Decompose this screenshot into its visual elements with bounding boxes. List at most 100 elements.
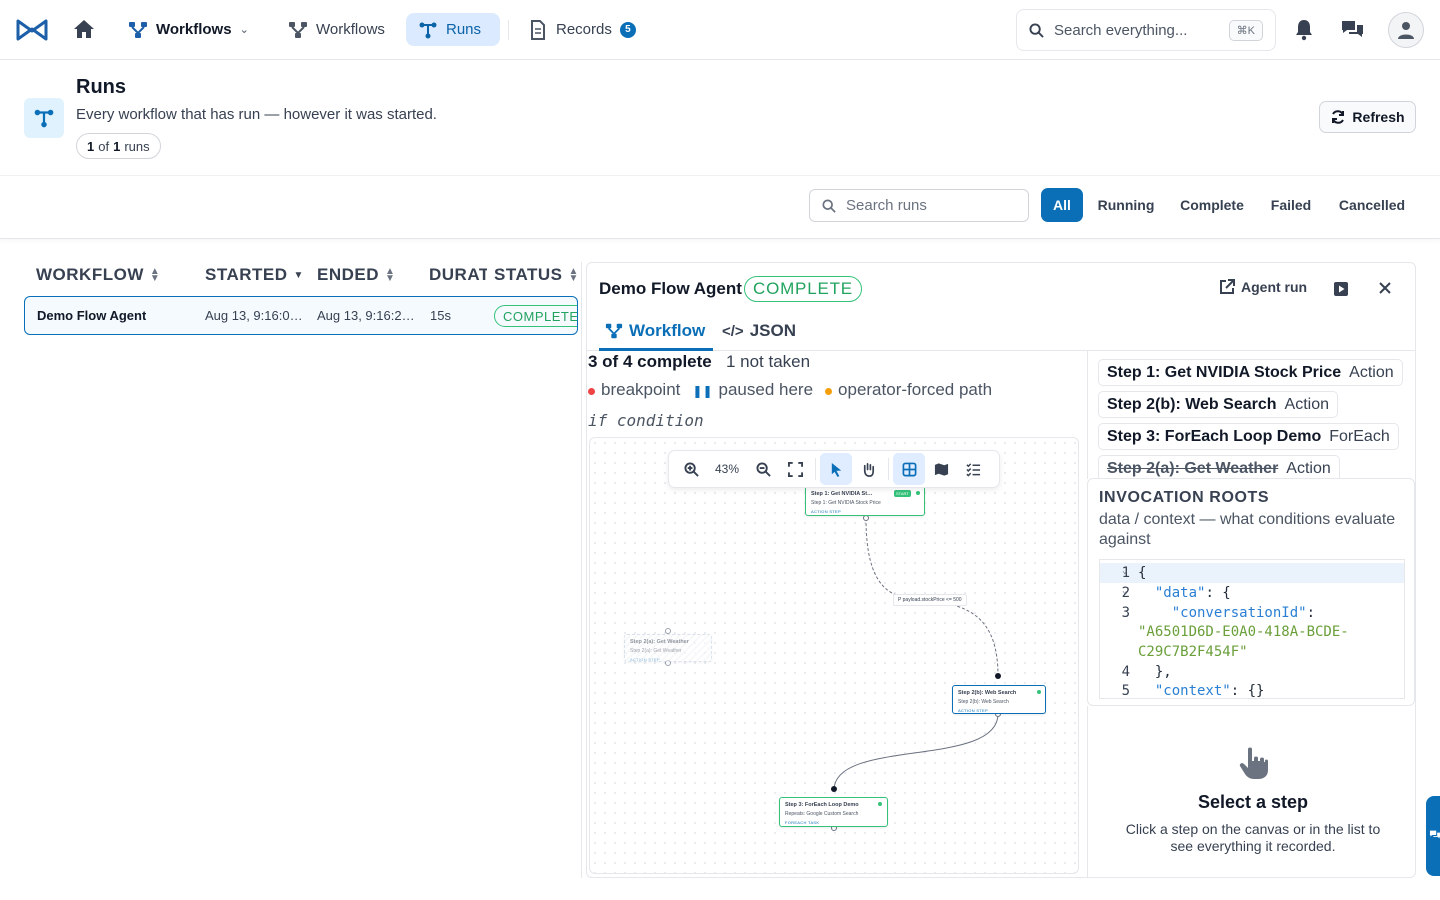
avatar[interactable] xyxy=(1388,12,1424,48)
active-tab-indicator xyxy=(599,348,713,351)
refresh-icon xyxy=(1332,110,1345,124)
page-title: Runs xyxy=(76,76,126,98)
column-header-status[interactable]: STATUS ▲▼ xyxy=(494,265,579,285)
zoom-in-icon[interactable] xyxy=(675,453,707,485)
fold-chevron-icon[interactable]: ⌄ xyxy=(1122,566,1128,576)
app-logo[interactable] xyxy=(16,18,48,47)
select-pointer-icon[interactable] xyxy=(820,453,852,485)
filter-all[interactable]: All xyxy=(1041,188,1083,222)
column-header-workflow-label: WORKFLOW xyxy=(36,265,144,284)
code-key: "conversationId" xyxy=(1171,605,1307,621)
step-chip[interactable]: Step 1: Get NVIDIA Stock Price Action xyxy=(1098,359,1403,386)
panel-splitter[interactable] xyxy=(581,262,582,878)
legend-breakpoint: breakpoint xyxy=(588,380,680,400)
nav-records-label: Records xyxy=(556,21,612,38)
node-status-dot-icon xyxy=(1037,690,1041,694)
step-chip-name: Step 2(b): Web Search xyxy=(1107,395,1277,413)
zoom-out-icon[interactable] xyxy=(747,453,779,485)
filter-running[interactable]: Running xyxy=(1097,197,1155,213)
detail-title: Demo Flow Agent xyxy=(599,279,742,298)
document-icon xyxy=(531,19,545,40)
if-condition-label: if condition xyxy=(588,411,704,430)
run-count-total: 1 xyxy=(113,138,121,154)
node-step3-title: Step 3: ForEach Loop Demo xyxy=(785,802,859,808)
code-line: }, xyxy=(1138,664,1172,680)
node-step3[interactable]: Step 3: ForEach Loop Demo Repeats: Googl… xyxy=(779,797,888,827)
sort-icon: ▲▼ xyxy=(568,266,579,284)
workflow-canvas[interactable]: P payload.stockPrice <= 500 Step 1: Get … xyxy=(589,437,1079,874)
edge-step2b-step3 xyxy=(833,713,999,791)
code-punct: : { xyxy=(1205,585,1231,601)
fold-chevron-icon[interactable]: ⌄ xyxy=(1122,586,1128,596)
step-chip[interactable]: Step 2(b): Web Search Action xyxy=(1098,391,1338,418)
page-header: Runs Every workflow that has run — howev… xyxy=(0,60,1440,176)
search-shortcut: ⌘K xyxy=(1228,19,1263,41)
step-chip-name: Step 3: ForEach Loop Demo xyxy=(1107,427,1322,445)
step-chip-type: Action xyxy=(1286,459,1331,477)
bell-icon[interactable] xyxy=(1294,19,1314,46)
edge-condition-label[interactable]: P payload.stockPrice <= 500 xyxy=(893,594,967,606)
search-runs-input[interactable]: Search runs xyxy=(809,189,1029,222)
tab-workflow-label: Workflow xyxy=(629,321,706,340)
steps-list: Step 1: Get NVIDIA Stock Price Action St… xyxy=(1087,351,1415,482)
search-runs-placeholder: Search runs xyxy=(846,197,927,214)
filter-cancelled[interactable]: Cancelled xyxy=(1338,197,1406,213)
edge-handle xyxy=(665,628,671,634)
node-step2b-title: Step 2(b): Web Search xyxy=(958,690,1017,696)
toolbar-divider xyxy=(815,458,816,480)
node-step2b-kind: ACTION STEP xyxy=(958,708,988,713)
fit-view-icon[interactable] xyxy=(779,453,811,485)
agent-run-link[interactable]: Agent run xyxy=(1219,279,1307,295)
column-header-duration[interactable]: DURAT xyxy=(429,265,487,285)
refresh-button[interactable]: Refresh xyxy=(1319,101,1416,133)
workflows-dropdown[interactable]: Workflows ⌄ xyxy=(116,13,261,46)
node-step1-kind: ACTION STEP xyxy=(811,509,841,514)
chat-widget-button[interactable] xyxy=(1426,796,1440,876)
step-chip[interactable]: Step 2(a): Get Weather Action xyxy=(1098,455,1340,482)
grid-icon[interactable] xyxy=(893,453,925,485)
node-step1[interactable]: Step 1: Get NVIDIA St… START Step 1: Get… xyxy=(805,486,925,516)
table-row[interactable]: Demo Flow Agent Aug 13, 9:16:0… Aug 13, … xyxy=(24,296,578,335)
nav-workflows[interactable]: Workflows xyxy=(276,13,397,46)
search-icon xyxy=(1029,22,1044,38)
breakpoint-dot-icon xyxy=(588,388,595,395)
column-header-started[interactable]: STARTED ▼ xyxy=(205,265,304,285)
filter-complete[interactable]: Complete xyxy=(1180,197,1244,213)
column-header-workflow[interactable]: WORKFLOW ▲▼ xyxy=(36,265,160,285)
agent-run-label: Agent run xyxy=(1241,279,1308,295)
checklist-icon[interactable] xyxy=(957,453,989,485)
code-punct: : xyxy=(1306,605,1316,621)
json-code-editor[interactable]: 1 2 3 4 5 ⌄ ⌄ { "data": { "conversationI… xyxy=(1099,559,1405,699)
column-header-ended-label: ENDED xyxy=(317,265,380,284)
home-icon[interactable] xyxy=(73,19,95,44)
tab-workflow[interactable]: Workflow xyxy=(605,321,705,341)
nav-workflows-label: Workflows xyxy=(316,21,385,38)
column-header-status-label: STATUS xyxy=(494,265,563,284)
tab-json[interactable]: </> JSON xyxy=(722,321,796,341)
step-chip-type: Action xyxy=(1284,395,1329,413)
workflow-icon xyxy=(129,21,147,38)
status-badge: COMPLETE xyxy=(494,305,577,327)
external-link-icon xyxy=(1220,279,1235,294)
column-header-ended[interactable]: ENDED ▲▼ xyxy=(317,265,395,285)
run-count-current: 1 xyxy=(87,138,95,154)
filter-failed[interactable]: Failed xyxy=(1270,197,1312,213)
pan-hand-icon[interactable] xyxy=(852,453,884,485)
global-search-input[interactable]: Search everything... ⌘K xyxy=(1016,9,1276,51)
code-punct: }, xyxy=(1154,664,1172,680)
play-icon[interactable] xyxy=(1333,281,1349,302)
chat-icon[interactable] xyxy=(1340,19,1365,46)
step-chip[interactable]: Step 3: ForEach Loop Demo ForEach xyxy=(1098,423,1399,450)
nav-records[interactable]: Records 5 xyxy=(516,13,648,46)
canvas-toolbar: 43% xyxy=(668,450,1000,488)
code-string: "A6501D6D-E0A0-418A-BCDE- xyxy=(1138,624,1349,640)
nav-runs[interactable]: Runs xyxy=(406,13,500,46)
row-workflow: Demo Flow Agent xyxy=(37,308,147,323)
node-step2a[interactable]: Step 2(a): Get Weather Step 2(a): Get We… xyxy=(624,634,712,662)
node-step2b[interactable]: Step 2(b): Web Search Step 2(b): Web Sea… xyxy=(952,685,1046,714)
close-icon[interactable] xyxy=(1378,281,1392,300)
filter-bar: Search runs All Running Complete Failed … xyxy=(0,176,1440,239)
minimap-icon[interactable] xyxy=(925,453,957,485)
code-string: C29C7B2F454F" xyxy=(1138,644,1248,660)
line-number: 4 xyxy=(1121,664,1130,680)
